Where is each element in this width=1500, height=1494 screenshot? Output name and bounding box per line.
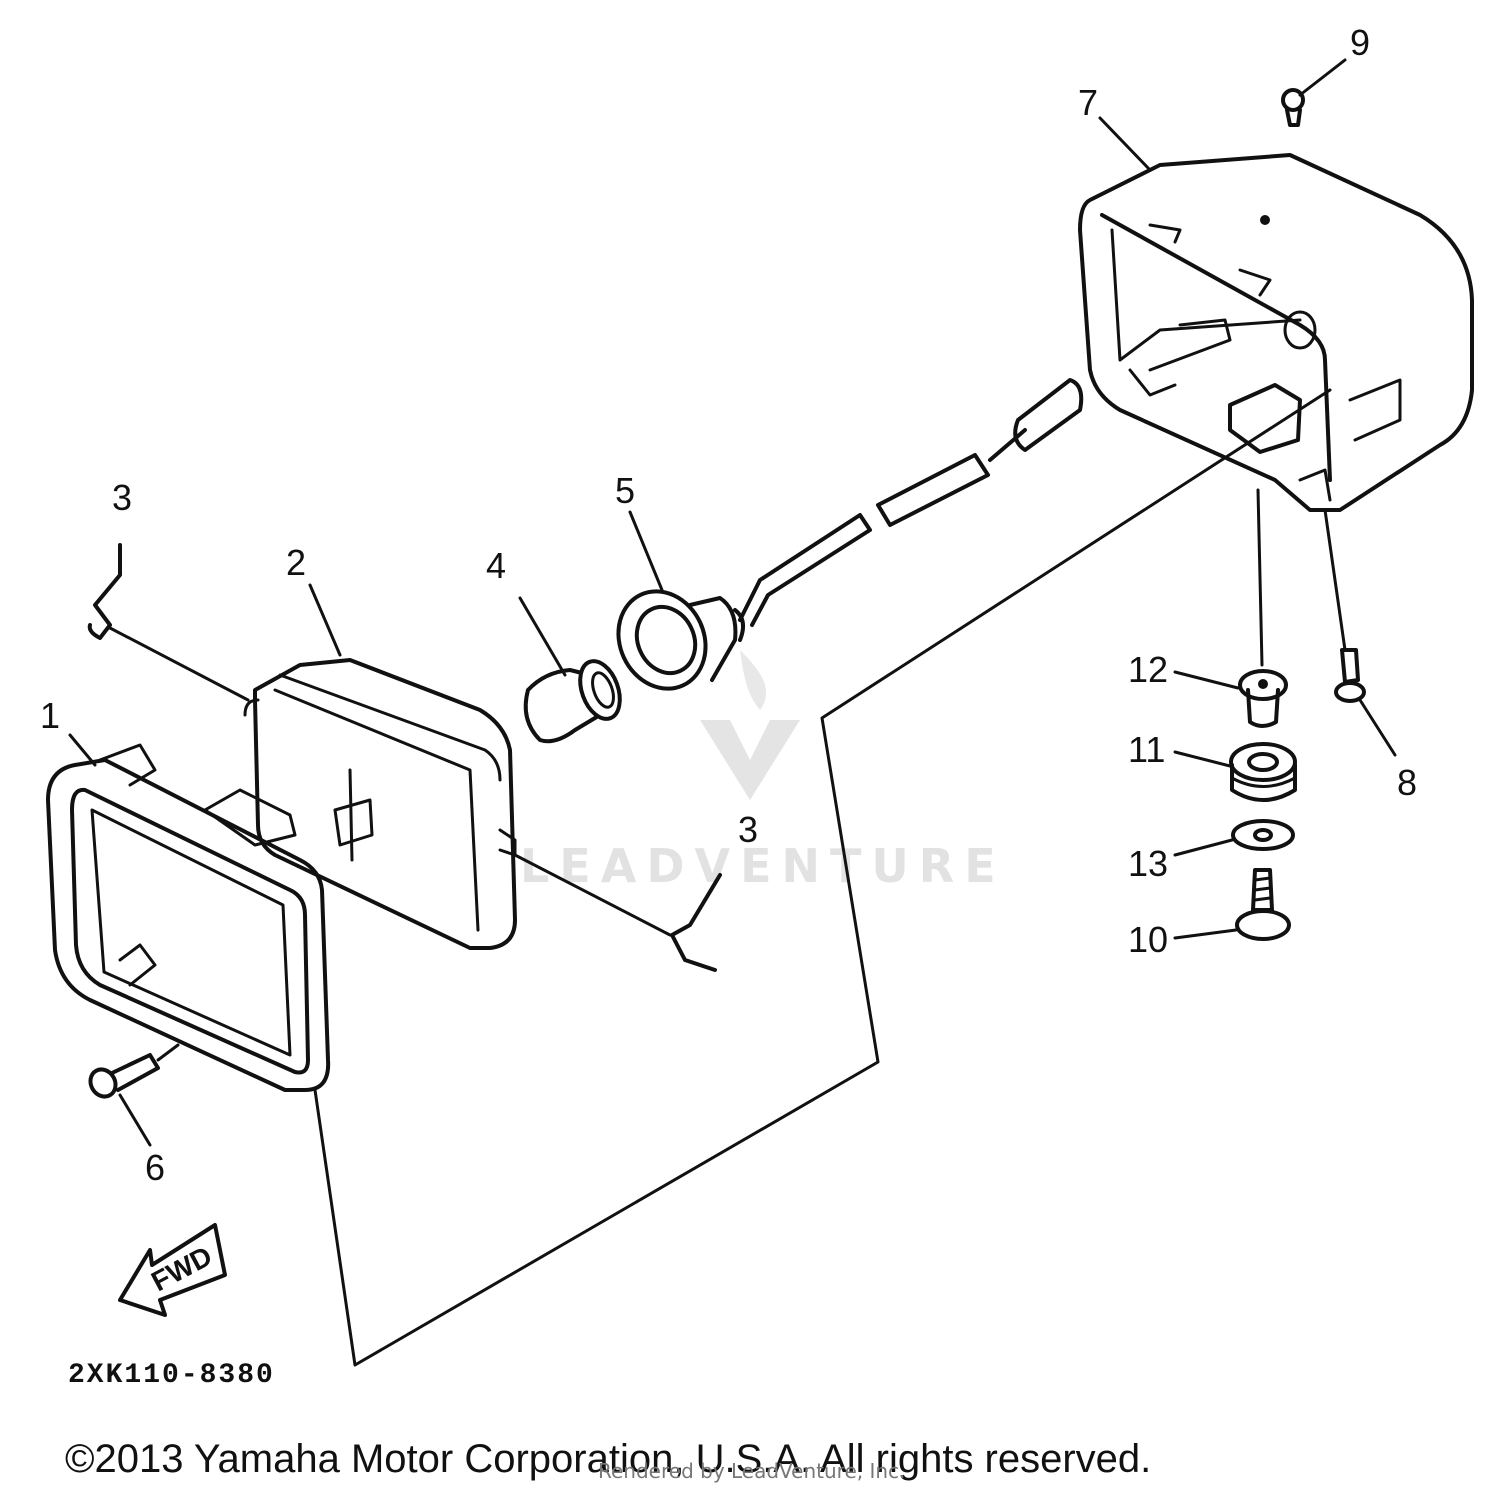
part-number-7: 7 xyxy=(1078,82,1098,123)
part-number-10: 10 xyxy=(1128,919,1168,960)
part-number-6: 6 xyxy=(145,1147,165,1188)
part-number-3-lower: 3 xyxy=(738,809,758,850)
headlight-rim xyxy=(46,743,331,1092)
assembly-outline xyxy=(313,388,1332,1367)
spring-clip-lower xyxy=(513,853,722,972)
spring-clip-upper xyxy=(87,543,250,702)
forward-direction-arrow: FWD xyxy=(118,1223,227,1317)
fwd-label: FWD xyxy=(146,1240,217,1297)
part-number-3-upper: 3 xyxy=(112,477,132,518)
watermark-brand: LEADVENTURE xyxy=(520,839,1006,893)
part-number-4: 4 xyxy=(486,545,506,586)
bulb xyxy=(518,596,622,744)
headlight-unit xyxy=(203,658,517,950)
part-number-11: 11 xyxy=(1128,729,1165,770)
mounting-stack xyxy=(1173,488,1297,941)
part-number-2: 2 xyxy=(286,542,306,583)
part-number-13: 13 xyxy=(1128,843,1168,884)
copyright-notice: ©2013 Yamaha Motor Corporation, U.S.A. A… xyxy=(65,1437,1151,1481)
headlight-housing xyxy=(1078,116,1474,512)
part-number-12: 12 xyxy=(1128,649,1168,690)
socket-with-wire xyxy=(616,378,1084,691)
rendered-by-watermark: Rendered by LeadVenture, Inc. xyxy=(598,1459,905,1483)
screw-right xyxy=(1323,508,1397,757)
part-numbers: 1 2 3 3 4 5 6 7 8 9 10 11 12 13 xyxy=(40,22,1417,1188)
part-number-8: 8 xyxy=(1397,762,1417,803)
leader-lines xyxy=(68,583,342,767)
screw-left xyxy=(88,1043,180,1147)
part-number-1: 1 xyxy=(40,695,60,736)
screw-top xyxy=(1281,58,1347,127)
part-number-5: 5 xyxy=(615,470,635,511)
part-number-9: 9 xyxy=(1350,22,1370,63)
diagram-code: 2XK110-8380 xyxy=(68,1360,275,1391)
watermark-logo: LEADVENTURE xyxy=(520,650,1006,893)
